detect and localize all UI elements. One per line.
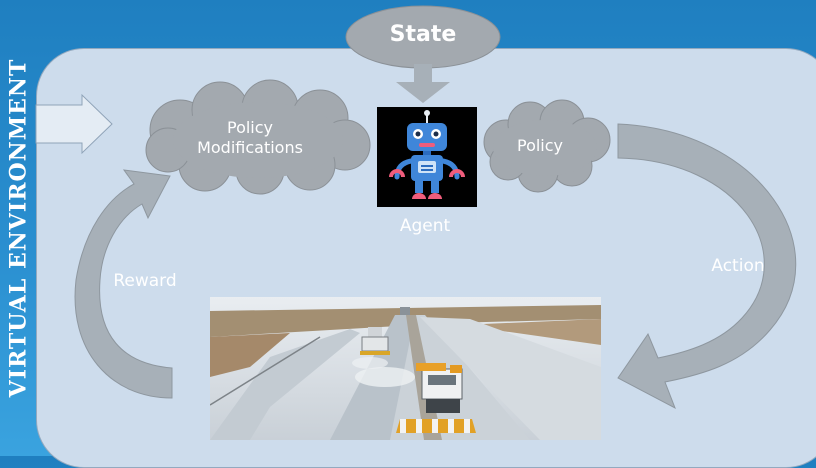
state-label: State <box>389 22 457 47</box>
robot-icon <box>389 110 465 199</box>
policy-modifications-line-1: Policy <box>226 118 274 137</box>
policy-modifications-line-2: Modifications <box>197 138 303 157</box>
policy-label: Policy <box>516 136 564 155</box>
reward-label: Reward <box>113 271 177 291</box>
snowplow-highway-photo <box>210 297 601 440</box>
policy-modifications-label: Policy Modifications <box>165 118 335 158</box>
snowplow-scene-graphic <box>210 297 601 440</box>
reward-curved-arrow <box>74 169 173 399</box>
agent-tile <box>377 107 477 207</box>
state-down-arrow <box>396 64 450 103</box>
agent-label: Agent <box>399 216 451 236</box>
policy-cloud <box>483 99 611 193</box>
input-arrow <box>35 93 113 155</box>
diagram-graphics <box>35 5 797 410</box>
action-label: Action <box>711 256 765 276</box>
policy-modifications-cloud <box>145 79 371 195</box>
action-curved-arrow <box>617 123 797 410</box>
